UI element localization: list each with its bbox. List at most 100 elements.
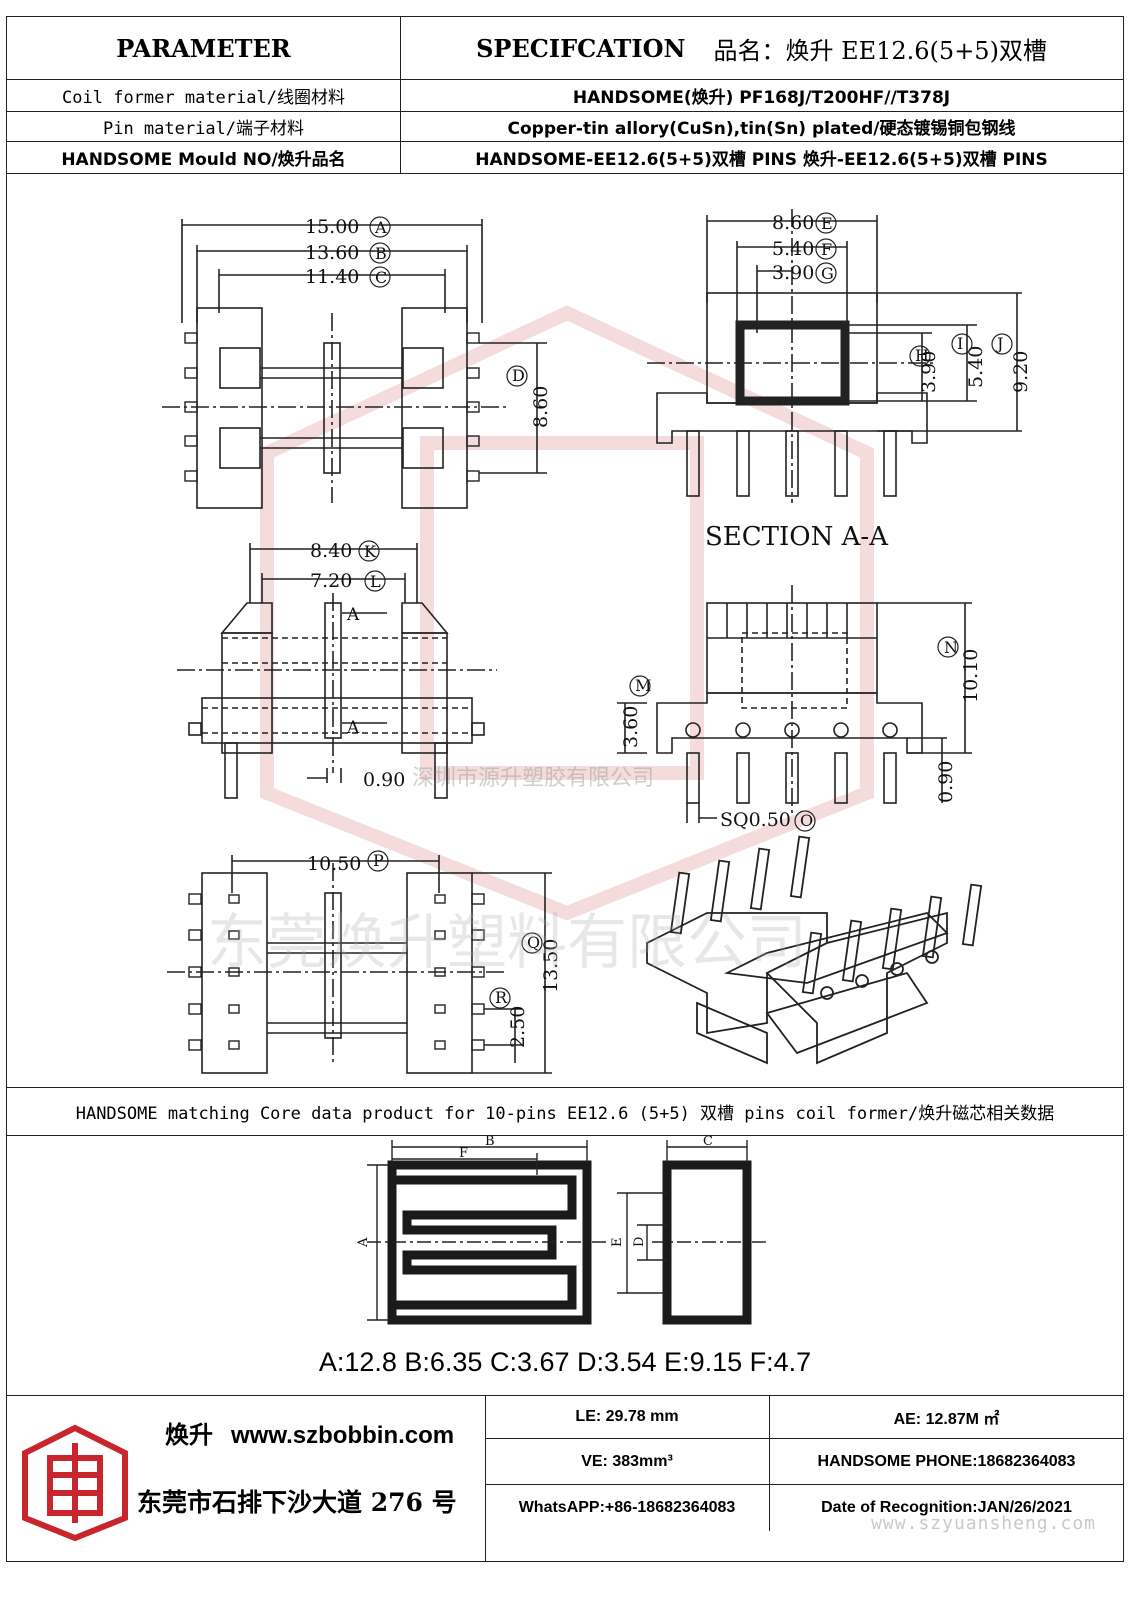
footer: 焕升 www.szbobbin.com 东莞市石排下沙大道 276 号 LE: 2… bbox=[7, 1395, 1123, 1561]
specification-heading: SPECIFCATION bbox=[476, 33, 686, 63]
dim-e-value: 8.60 bbox=[772, 212, 814, 234]
company-watermark-2: 东莞焕升塑料有限公司 bbox=[207, 908, 807, 978]
ve-value: VE: 383mm³ bbox=[485, 1439, 770, 1485]
header-row: PARAMETER SPECIFCATION 品名：焕升 EE12.6(5+5)… bbox=[7, 17, 1123, 80]
side-view bbox=[177, 543, 497, 799]
whatsapp: WhatsAPP:+86-18682364083 bbox=[485, 1485, 770, 1531]
side-view-tag-circles bbox=[358, 540, 386, 592]
core-svg: B F A C E D bbox=[356, 1134, 767, 1325]
core-label-a: A bbox=[356, 1237, 371, 1248]
param-label: HANDSOME Mould NO/焕升品名 bbox=[7, 141, 401, 173]
dim-q-tag: Q bbox=[527, 933, 540, 952]
dim-d-value: 8.60 bbox=[530, 386, 552, 428]
core-values: A:12.8 B:6.35 C:3.67 D:3.54 E:9.15 F:4.7 bbox=[318, 1347, 812, 1377]
param-row-coil-material: Coil former material/线圈材料 HANDSOME(焕升) P… bbox=[7, 79, 1123, 112]
dim-r-tag: R bbox=[495, 988, 508, 1007]
dim-k-value: 8.40 bbox=[310, 540, 352, 562]
dim-p-value: 10.50 bbox=[307, 853, 361, 875]
dim-a-value: 15.00 bbox=[305, 216, 359, 238]
isometric-view bbox=[646, 835, 983, 1065]
front-view-labels: N 10.10 M 3.60 0.90 SQ0.50 O bbox=[620, 638, 982, 831]
top-view-labels: 15.00 A 13.60 B 11.40 C D 8.60 bbox=[305, 216, 552, 428]
front-view-tag-circles bbox=[629, 636, 959, 832]
dim-b-tag: B bbox=[375, 244, 387, 263]
dim-k-tag: K bbox=[364, 542, 377, 561]
front-view bbox=[617, 585, 972, 823]
section-view bbox=[647, 209, 1022, 503]
top-view bbox=[162, 219, 547, 509]
bottom-view-labels: 10.50 P Q 13.50 R 2.50 bbox=[307, 851, 562, 1048]
dim-l-value: 7.20 bbox=[310, 570, 352, 592]
core-label-b-top: B bbox=[485, 1135, 495, 1149]
dim-o-value: SQ0.50 bbox=[720, 809, 791, 831]
website-link[interactable]: www.szbobbin.com bbox=[231, 1422, 455, 1449]
dim-e-tag: E bbox=[821, 214, 833, 233]
param-value: HANDSOME(焕升) PF168J/T200HF//T378J bbox=[572, 87, 951, 108]
dim-a-tag: A bbox=[374, 218, 387, 237]
dim-g-tag: G bbox=[821, 264, 834, 283]
brand-line: 焕升 www.szbobbin.com bbox=[165, 1415, 454, 1450]
dim-q-value: 13.50 bbox=[540, 939, 562, 993]
dim-m-value: 3.60 bbox=[620, 706, 642, 748]
drawing-svg: 15.00 A 13.60 B 11.40 C D 8.60 bbox=[162, 209, 1032, 1074]
dim-j-tag: J bbox=[995, 334, 1003, 353]
top-view-tag-circles bbox=[369, 216, 528, 387]
dim-m-tag: M bbox=[635, 676, 651, 695]
dim-n-value: 10.10 bbox=[960, 649, 982, 703]
section-mark-top: A bbox=[346, 605, 360, 625]
dim-f-value: 5.40 bbox=[772, 238, 814, 260]
brand-block: 焕升 www.szbobbin.com 东莞市石排下沙大道 276 号 bbox=[7, 1395, 486, 1561]
product-name: 品名：焕升 EE12.6(5+5)双槽 bbox=[713, 36, 1047, 65]
company-logo bbox=[22, 1424, 128, 1542]
dim-g-value: 3.90 bbox=[772, 262, 814, 284]
bottom-view bbox=[167, 855, 552, 1074]
dim-n-tag: N bbox=[944, 638, 958, 657]
spec-sheet: PARAMETER SPECIFCATION 品名：焕升 EE12.6(5+5)… bbox=[6, 16, 1124, 1562]
dim-c-value: 11.40 bbox=[305, 266, 359, 288]
dim-j-value: 9.20 bbox=[1010, 351, 1032, 393]
core-label-d: D bbox=[632, 1237, 647, 1247]
phone: HANDSOME PHONE:18682364083 bbox=[770, 1439, 1123, 1485]
dim-i-tag: I bbox=[957, 334, 963, 353]
bottom-view-tag-circles bbox=[367, 850, 543, 1009]
param-row-pin-material: Pin material/端子材料 Copper-tin allory(CuSn… bbox=[7, 111, 1123, 142]
section-view-tag-circles bbox=[815, 212, 1013, 367]
section-mark-bottom: A bbox=[346, 718, 360, 738]
dim-o-tag: O bbox=[800, 811, 813, 830]
specification-heading-cell: SPECIFCATION 品名：焕升 EE12.6(5+5)双槽 bbox=[400, 17, 1123, 79]
ae-value: AE: 12.87M ㎡ bbox=[770, 1395, 1123, 1439]
core-drawing-area: B F A C E D bbox=[7, 1134, 1123, 1396]
brand-name: 焕升 bbox=[165, 1420, 213, 1449]
dim-b-value: 13.60 bbox=[305, 242, 359, 264]
dim-h-tag: H bbox=[915, 346, 929, 365]
side-view-labels: 8.40 K 7.20 L A A 0.90 bbox=[310, 540, 405, 791]
dim-l-tag: L bbox=[370, 572, 381, 591]
technical-drawing: 15.00 A 13.60 B 11.40 C D 8.60 bbox=[7, 173, 1123, 1088]
core-label-e: E bbox=[610, 1238, 625, 1248]
dim-p-tag: P bbox=[373, 851, 384, 870]
dim-r-value: 2.50 bbox=[507, 1006, 529, 1048]
company-address: 东莞市石排下沙大道 276 号 bbox=[137, 1488, 457, 1517]
recognition-date: Date of Recognition:JAN/26/2021 bbox=[821, 1499, 1072, 1516]
core-label-f: F bbox=[459, 1146, 468, 1161]
section-title: SECTION A-A bbox=[705, 522, 889, 552]
url-watermark: www.szyuansheng.com bbox=[871, 1513, 1096, 1534]
param-value: Copper-tin allory(CuSn),tin(Sn) plated/硬… bbox=[507, 118, 1016, 139]
dim-090: 0.90 bbox=[363, 769, 405, 791]
dim-f-tag: F bbox=[821, 240, 832, 259]
dim-i-value: 5.40 bbox=[965, 346, 987, 388]
dim-090b: 0.90 bbox=[935, 761, 957, 803]
core-data-title: HANDSOME matching Core data product for … bbox=[7, 1087, 1123, 1136]
param-row-mould-no: HANDSOME Mould NO/焕升品名 HANDSOME-EE12.6(5… bbox=[7, 141, 1123, 174]
param-value: HANDSOME-EE12.6(5+5)双槽 PINS 焕升-EE12.6(5+… bbox=[475, 149, 1048, 170]
param-label: Coil former material/线圈材料 bbox=[7, 79, 401, 111]
dim-d-tag: D bbox=[512, 366, 525, 385]
param-label: Pin material/端子材料 bbox=[7, 111, 401, 141]
dim-h-value: 3.90 bbox=[918, 351, 940, 393]
le-value: LE: 29.78 mm bbox=[485, 1395, 770, 1439]
section-view-labels: 8.60 E 5.40 F 3.90 G H 3.90 I 5.40 J 9.2… bbox=[705, 212, 1032, 552]
parameter-heading: PARAMETER bbox=[7, 17, 401, 79]
company-watermark-1: 深圳市源升塑胶有限公司 bbox=[412, 766, 654, 791]
core-label-c: C bbox=[703, 1135, 713, 1149]
dim-c-tag: C bbox=[375, 268, 387, 287]
